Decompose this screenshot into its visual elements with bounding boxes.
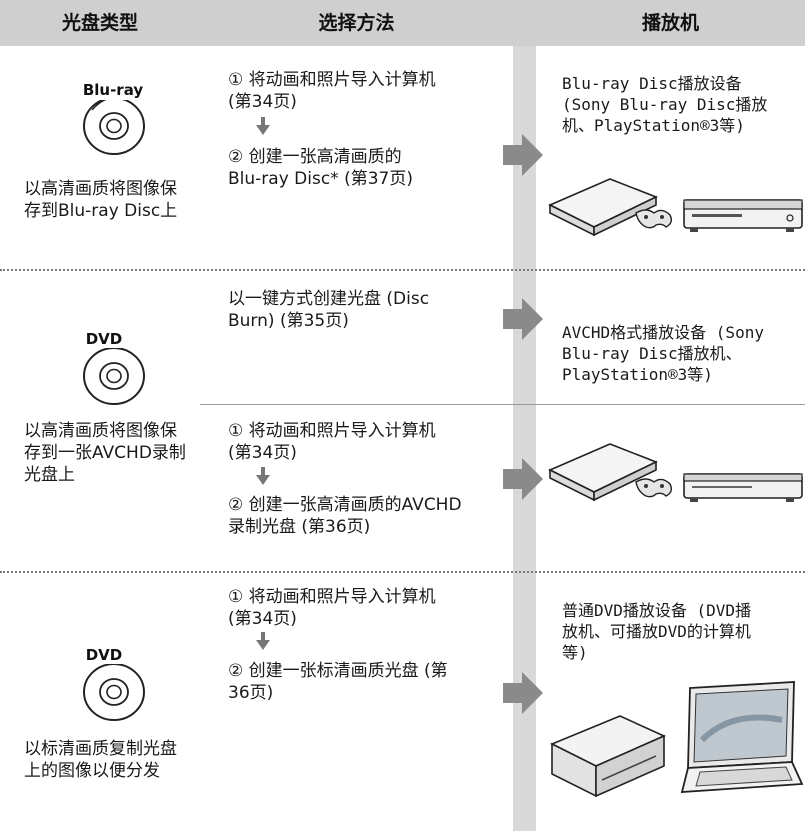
bluray-disc-icon: Blu-ray [76,76,150,155]
header-method: 选择方法 [318,12,395,34]
avchd-player-icon [683,473,803,502]
header-player: 播放机 [641,12,699,34]
disc-caption: 以标清画质复制光盘 上的图像以便分发 [24,739,177,781]
arrow-down-icon [256,632,270,650]
disc-caption: 以高清画质将图像保 存到Blu-ray Disc上 [24,179,178,221]
sub-row-divider [200,404,805,405]
arrow-right-icon [503,298,543,340]
table-header: 光盘类型 选择方法 播放机 [0,0,805,46]
method-oneclick: 以一键方式创建光盘 (Disc Burn) (第35页) [228,289,430,331]
disc-logo-text: Blu-ray [83,81,144,99]
row-divider [0,269,805,271]
player-description: AVCHD格式播放设备 (Sony Blu-ray Disc播放机、 PlayS… [562,323,764,384]
dvd-player-icon [550,715,666,798]
method-step-2: ② 创建一张高清画质的 Blu-ray Disc* (第37页) [228,147,413,189]
method-step-2: ② 创建一张高清画质的AVCHD 录制光盘 (第36页) [228,495,462,537]
bluray-player-icon [683,199,803,232]
dvd-disc-icon: DVD [82,326,145,405]
header-disc-type: 光盘类型 [61,12,138,34]
playstation3-console-icon [548,178,673,237]
arrow-down-icon [256,117,270,135]
player-description: 普通DVD播放设备 (DVD播 放机、可播放DVD的计算机 等) [562,601,752,662]
dvd-disc-icon: DVD [82,642,145,721]
laptop-computer-icon [680,681,804,793]
method-step-1: ① 将动画和照片导入计算机 (第34页) [228,70,436,112]
row-divider [0,571,805,573]
arrow-down-icon [256,467,270,485]
method-step-2: ② 创建一张标清画质光盘 (第 36页) [228,661,448,703]
flow-band [513,46,536,831]
playstation3-console-icon [548,443,673,502]
disc-caption: 以高清画质将图像保 存到一张AVCHD录制 光盘上 [24,421,186,485]
arrow-right-icon [503,458,543,500]
method-step-1: ① 将动画和照片导入计算机 (第34页) [228,587,436,629]
method-step-1: ① 将动画和照片导入计算机 (第34页) [228,421,436,463]
arrow-right-icon [503,134,543,176]
arrow-right-icon [503,672,543,714]
player-description: Blu-ray Disc播放设备 (Sony Blu-ray Disc播放 机、… [562,74,768,135]
svg-text:DVD: DVD [86,330,123,348]
svg-text:DVD: DVD [86,646,123,664]
